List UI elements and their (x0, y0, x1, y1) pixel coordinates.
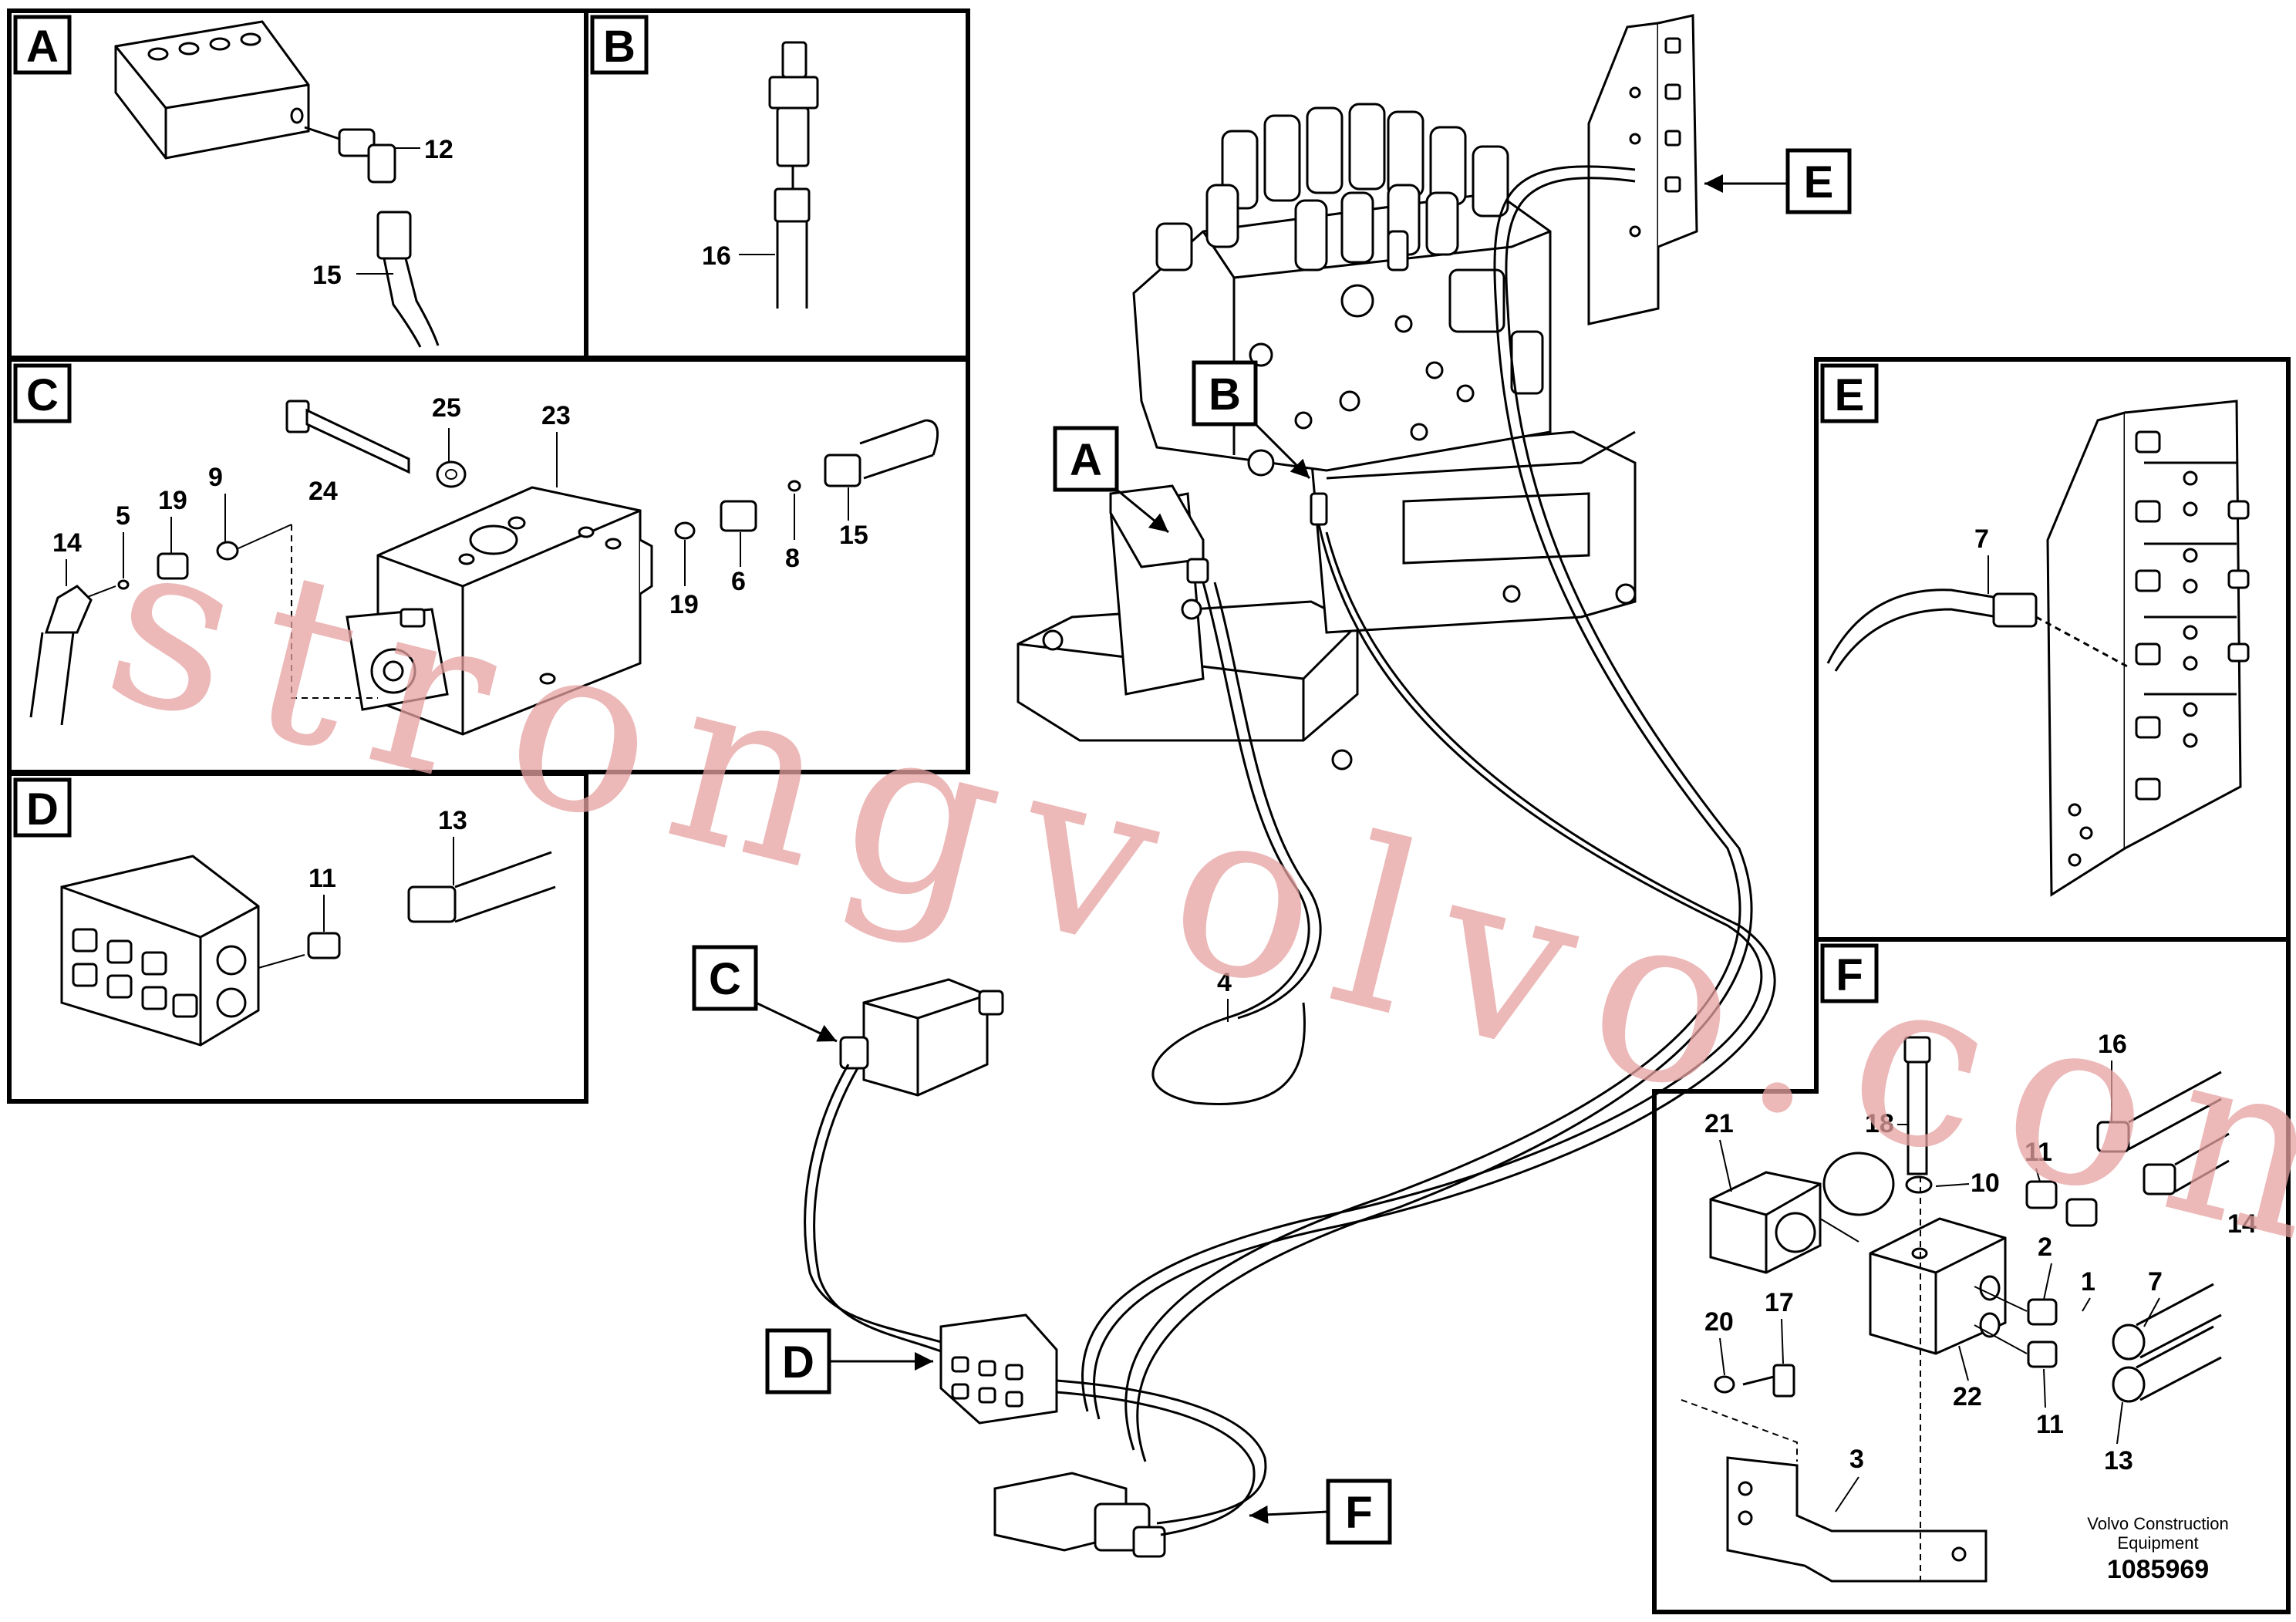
detail-panel-d: D 11 13 (7, 771, 588, 1104)
svg-text:F: F (1345, 1488, 1372, 1538)
part-label-24: 24 (308, 477, 338, 506)
elbow-fitting (304, 126, 396, 184)
f-assembly (1709, 1036, 2230, 1583)
svg-text:E: E (1804, 157, 1834, 207)
main-assembly (839, 14, 1698, 1558)
part-label-13: 13 (438, 806, 467, 835)
hose-fitting (307, 851, 556, 959)
callout-e: E (1704, 148, 1852, 214)
part-label-15: 15 (312, 261, 342, 290)
panel-b-letter: B (603, 22, 636, 72)
svg-text:C: C (709, 954, 741, 1004)
part-label-12: 12 (424, 135, 453, 164)
part-label-18: 18 (1865, 1109, 1894, 1138)
callout-d: D (765, 1328, 933, 1394)
detail-panel-e: E 7 (1814, 357, 2291, 942)
panel-a-letter: A (26, 22, 59, 72)
valve-bank-bracket (2046, 400, 2250, 897)
panel-c-letter: C (26, 370, 59, 420)
bolt (285, 400, 410, 474)
document-number: 1085969 (2107, 1555, 2209, 1584)
detail-panel-a: A 12 15 (7, 8, 588, 360)
part-label-16: 16 (702, 241, 731, 271)
hose-lines (804, 165, 1776, 1536)
callout-b: B (1192, 360, 1311, 480)
check-valve (768, 41, 819, 309)
callout-c: C (692, 945, 838, 1043)
part-label-7: 7 (1974, 524, 1989, 554)
part-label-16f: 16 (2098, 1030, 2127, 1059)
left-fittings (29, 541, 239, 726)
right-fittings (674, 419, 939, 540)
part-label-2: 2 (2038, 1233, 2052, 1262)
detail-panel-f: F (1652, 937, 2291, 1614)
credit-line-2: Equipment (2117, 1533, 2198, 1553)
manifold-block (114, 20, 310, 160)
detail-panel-b: B 16 (584, 8, 970, 360)
part-label-11g: 11 (2036, 1410, 2064, 1439)
part-label-3: 3 (1849, 1445, 1864, 1474)
hose (1826, 588, 2129, 672)
part-label-23: 23 (541, 401, 571, 430)
part-label-6: 6 (731, 567, 746, 596)
part-label-10: 10 (1971, 1168, 2000, 1198)
part-label-11f: 11 (2025, 1138, 2052, 1167)
detail-panel-c: C 24 25 23 (7, 357, 970, 774)
panel-d-letter: D (26, 784, 59, 835)
part-label-13f: 13 (2104, 1446, 2133, 1475)
panel-e-letter: E (1835, 370, 1865, 420)
part-label-1: 1 (2081, 1267, 2095, 1297)
part-label-9: 5 (116, 501, 130, 531)
hose (376, 211, 440, 348)
part-label-11: 11 (308, 864, 336, 893)
svg-text:A: A (1070, 435, 1102, 485)
part-label-22: 22 (1953, 1382, 1982, 1411)
part-label-19b: 19 (669, 590, 699, 619)
part-label-19: 9 (208, 463, 223, 492)
callout-f: F (1249, 1479, 1392, 1545)
part-label-25: 25 (432, 393, 461, 423)
part-label-5: 19 (158, 486, 187, 515)
part-label-14f: 14 (2227, 1209, 2257, 1239)
callout-a: A (1053, 426, 1169, 534)
part-label-7f: 7 (2148, 1267, 2163, 1297)
svg-text:B: B (1209, 369, 1241, 420)
part-label-20: 20 (1704, 1307, 1734, 1337)
valve-block (346, 486, 653, 736)
part-label-21: 21 (1704, 1109, 1734, 1138)
part-label-15c: 15 (839, 521, 868, 550)
svg-text:D: D (782, 1337, 814, 1388)
part-label-14: 14 (52, 528, 82, 558)
panel-f-letter: F (1836, 950, 1863, 1000)
distribution-block (60, 855, 260, 1047)
part-label-17: 17 (1765, 1288, 1794, 1317)
credit-line-1: Volvo Construction (2087, 1514, 2228, 1533)
part-label-8: 8 (785, 544, 800, 573)
part-label-4: 4 (1217, 968, 1232, 997)
